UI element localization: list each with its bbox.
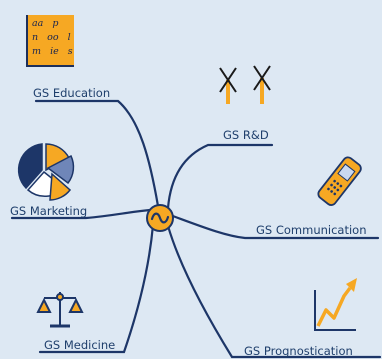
branch-education xyxy=(34,99,160,208)
node-label-rnd[interactable]: GS R&D xyxy=(223,128,269,142)
branch-marketing xyxy=(10,208,152,220)
branch-communication xyxy=(168,213,380,240)
wind-turbines-icon xyxy=(219,65,271,104)
letters-board-icon: aa p n oo l m ie s xyxy=(26,15,74,67)
node-label-medicine[interactable]: GS Medicine xyxy=(44,338,116,352)
letters-row: aa p xyxy=(32,18,59,29)
node-label-education[interactable]: GS Education xyxy=(33,86,111,100)
tilde-orange-circle-icon xyxy=(146,204,174,232)
rising-trend-icon xyxy=(314,278,357,331)
pie-chart-icon xyxy=(17,143,75,201)
branch-medicine xyxy=(38,223,155,354)
branch-rnd xyxy=(166,143,274,210)
letters-row: m ie s xyxy=(32,46,73,57)
node-label-marketing[interactable]: GS Marketing xyxy=(10,204,88,218)
letters-row: n oo l xyxy=(32,32,71,43)
node-label-prognostication[interactable]: GS Prognostication xyxy=(244,344,353,358)
branch-prognostication xyxy=(166,224,382,359)
mobile-phone-icon xyxy=(317,156,362,206)
scales-icon xyxy=(36,292,84,328)
node-label-communication[interactable]: GS Communication xyxy=(256,223,367,237)
